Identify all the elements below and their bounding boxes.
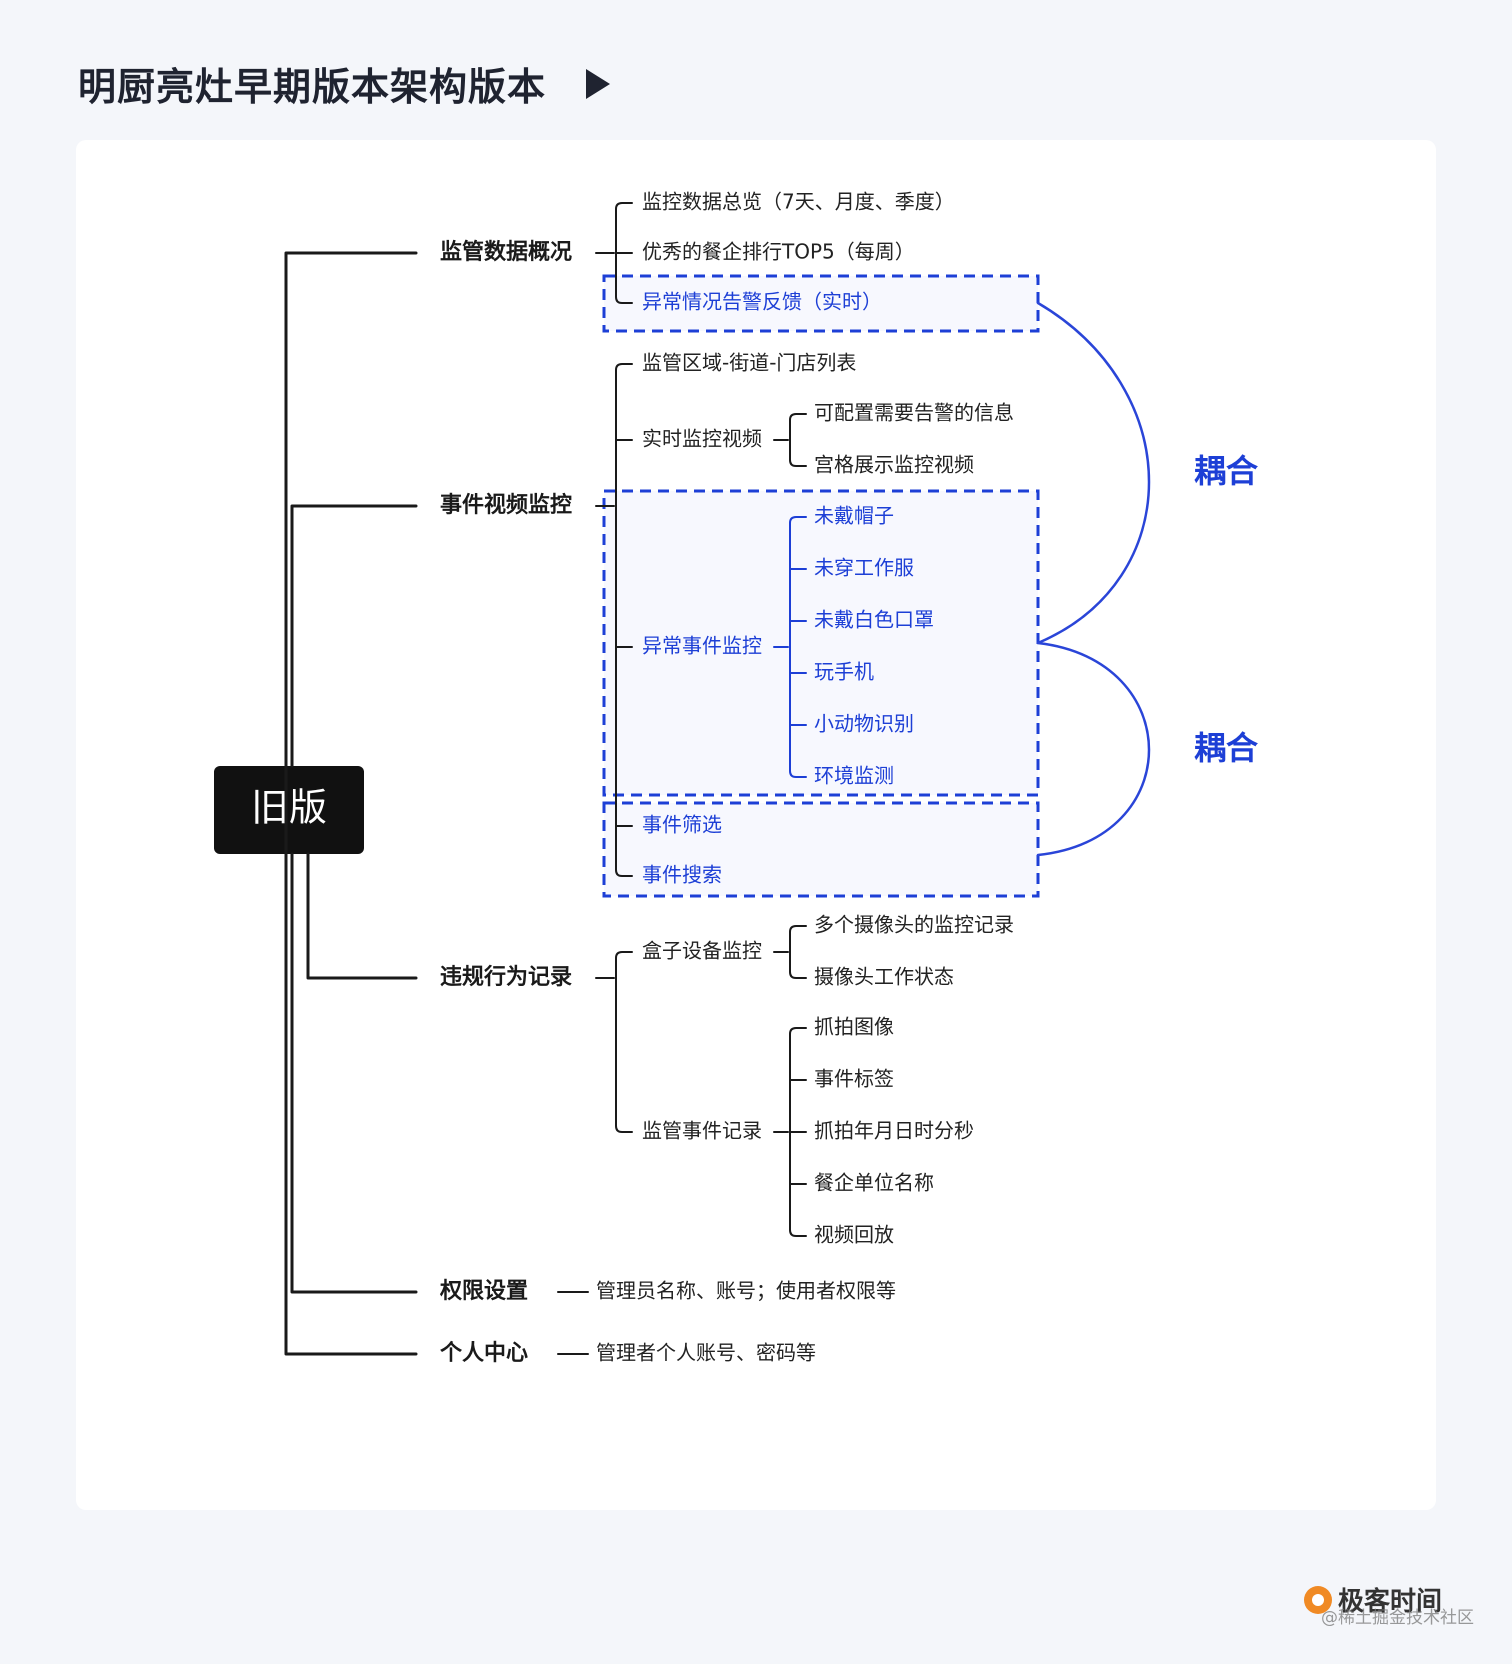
branch-label-4: 个人中心 [440, 1341, 528, 1366]
bracket-video [615, 363, 633, 877]
video-item-1: 实时监控视频 [642, 427, 762, 451]
overview-item-2: 异常情况告警反馈（实时） [642, 290, 882, 314]
abnormal-item-3: 玩手机 [814, 660, 874, 684]
root-link-video [290, 504, 418, 768]
brand-logo-icon [1303, 1585, 1332, 1614]
violation-item-0: 盒子设备监控 [642, 939, 762, 963]
violation-item-1: 监管事件记录 [642, 1119, 762, 1143]
personal-note: 管理者个人账号、密码等 [596, 1341, 816, 1365]
event-record-item-4: 视频回放 [814, 1223, 894, 1247]
abnormal-item-2: 未戴白色口罩 [814, 608, 934, 632]
root-node[interactable] [214, 766, 364, 854]
root-link-permission [290, 852, 418, 1294]
coupling-curve-lower [1036, 641, 1151, 857]
video-item-2: 异常事件监控 [642, 634, 762, 658]
video-item-4: 事件搜索 [642, 863, 722, 887]
box-monitor-item-0: 多个摄像头的监控记录 [814, 913, 1014, 937]
bracket-event-record [789, 1027, 807, 1237]
branch-label-1: 事件视频监控 [440, 492, 572, 518]
page-title: 明厨亮灶早期版本架构版本 [78, 56, 611, 111]
play-icon[interactable] [586, 68, 611, 99]
overview-item-1: 优秀的餐企排行TOP5（每周） [642, 240, 915, 264]
video-item-0: 监管区域-街道-门店列表 [642, 351, 856, 375]
realtime-item-1: 宫格展示监控视频 [814, 453, 974, 477]
realtime-item-0: 可配置需要告警的信息 [814, 401, 1014, 425]
event-record-item-1: 事件标签 [814, 1067, 894, 1091]
coupling-label-upper: 耦合 [1194, 452, 1258, 490]
bracket-abnormal [789, 516, 807, 778]
abnormal-item-0: 未戴帽子 [814, 504, 894, 528]
bracket-violation [615, 951, 633, 1133]
bracket-box-monitor [789, 925, 807, 979]
box-monitor-item-1: 摄像头工作状态 [814, 965, 954, 989]
abnormal-item-1: 未穿工作服 [814, 556, 914, 580]
coupling-label-lower: 耦合 [1194, 729, 1258, 767]
event-record-item-2: 抓拍年月日时分秒 [814, 1119, 974, 1143]
branch-label-3: 权限设置 [439, 1278, 528, 1304]
event-record-item-3: 餐企单位名称 [814, 1171, 934, 1195]
root-trunk [284, 251, 418, 1356]
branch-label-2: 违规行为记录 [440, 964, 572, 990]
root-label: 旧版 [251, 786, 327, 830]
page-title-text: 明厨亮灶早期版本架构版本 [78, 65, 547, 109]
watermark: @稀土掘金技术社区 [1321, 1608, 1474, 1628]
branch-label-0: 监管数据概况 [440, 239, 572, 265]
bracket-overview [615, 202, 633, 304]
overview-item-0: 监控数据总览（7天、月度、季度） [642, 190, 955, 214]
highlight-box-alert [602, 274, 1040, 333]
brand-mark: 极客时间 [1303, 1581, 1442, 1618]
mind-map: 耦合耦合旧版监管数据概况事件视频监控违规行为记录权限设置个人中心监控数据总览（7… [214, 190, 1258, 1366]
coupling-curve-upper [1036, 301, 1151, 645]
highlight-box-filter-search [602, 801, 1040, 898]
brand-name: 极客时间 [1337, 1587, 1442, 1617]
event-record-item-0: 抓拍图像 [814, 1015, 894, 1039]
root-link-violation [306, 852, 418, 980]
diagram-card: 耦合耦合旧版监管数据概况事件视频监控违规行为记录权限设置个人中心监控数据总览（7… [76, 140, 1436, 1510]
abnormal-item-4: 小动物识别 [814, 712, 914, 736]
abnormal-item-5: 环境监测 [814, 764, 894, 788]
video-item-3: 事件筛选 [642, 813, 722, 837]
permission-note: 管理员名称、账号；使用者权限等 [596, 1279, 896, 1303]
bracket-realtime [789, 413, 807, 467]
